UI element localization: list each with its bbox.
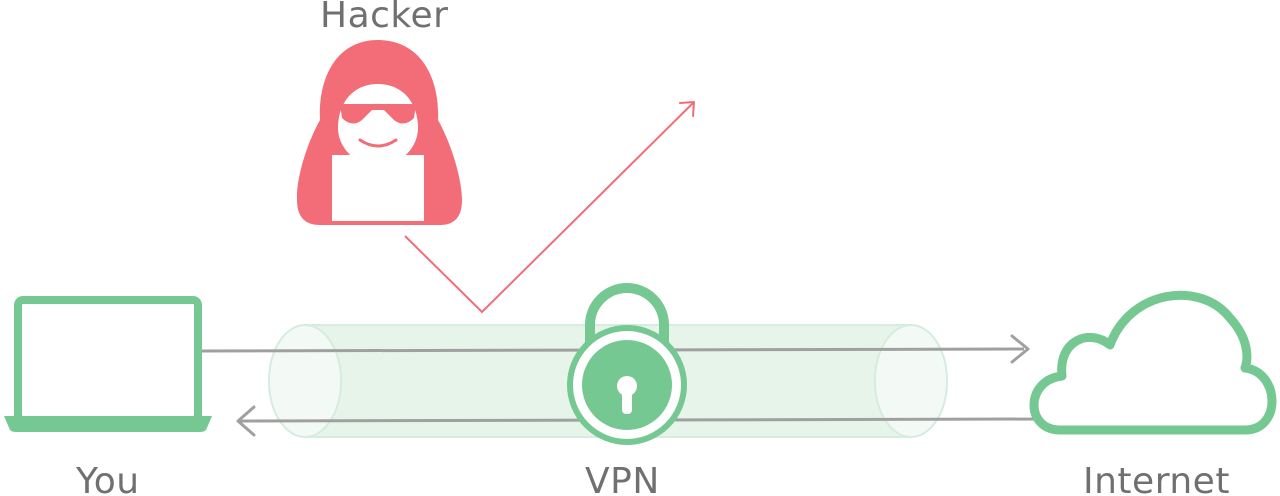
hacker-face: [338, 84, 418, 166]
hacker-laptop: [332, 155, 424, 221]
internet-label: Internet: [1083, 461, 1230, 496]
keyhole-top: [617, 376, 637, 396]
hacker-interception: [404, 101, 695, 314]
laptop-screen: [14, 296, 202, 424]
interception-line: [404, 102, 694, 314]
cloud-outline: [1029, 290, 1277, 435]
padlock-icon: [567, 283, 687, 445]
cloud-icon: [1029, 290, 1277, 435]
incoming-arrow-head: [236, 405, 256, 437]
laptop-base: [4, 416, 212, 432]
tunnel-right-opening: [874, 324, 948, 438]
vpn-label: VPN: [585, 461, 660, 496]
laptop-icon: [4, 296, 212, 432]
hooded-hacker-icon: [296, 40, 462, 225]
padlock-shackle: [585, 283, 669, 352]
hacker-mouth: [358, 138, 398, 148]
you-label: You: [76, 461, 140, 496]
sunglasses-icon: [340, 104, 416, 124]
interception-arrow-head: [679, 101, 695, 117]
hacker-label: Hacker: [320, 0, 449, 36]
keyhole-slot: [622, 390, 632, 414]
outgoing-arrow-head: [1010, 334, 1030, 364]
tunnel-left-opening: [268, 324, 342, 438]
